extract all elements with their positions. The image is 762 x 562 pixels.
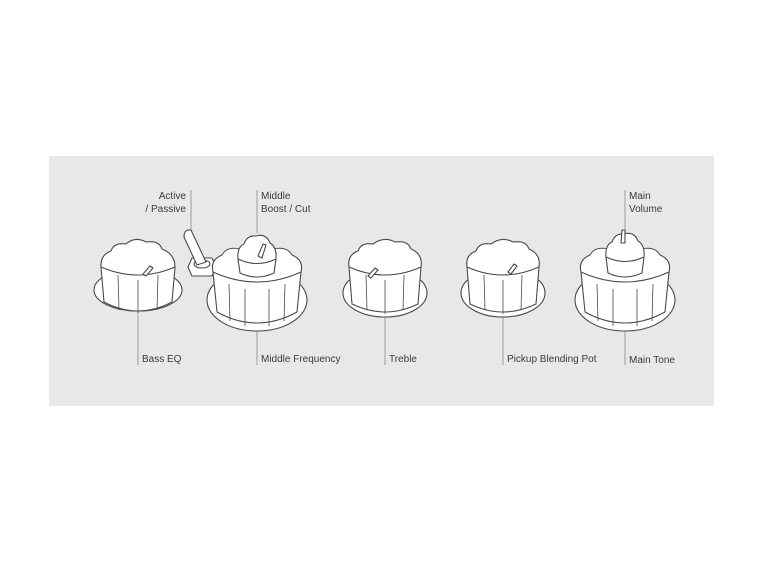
label-bass-eq: Bass EQ	[142, 354, 182, 365]
label-main-tone: Main Tone	[629, 355, 675, 366]
label-main-volume: Main Volume	[629, 191, 663, 215]
treble-knob	[342, 238, 428, 318]
label-active-passive: Active / Passive	[145, 191, 186, 215]
main-tone-knob	[574, 244, 676, 332]
label-middle-boost-cut: Middle Boost / Cut	[261, 191, 311, 215]
bass-eq-knob	[93, 238, 183, 314]
label-pickup-blending-pot: Pickup Blending Pot	[507, 354, 597, 365]
label-treble: Treble	[389, 354, 417, 365]
pickup-blending-pot-knob	[460, 238, 546, 318]
middle-boost-cut-knob	[237, 234, 277, 278]
active-passive-switch	[183, 229, 217, 277]
main-volume-knob	[605, 229, 645, 278]
label-middle-frequency: Middle Frequency	[261, 354, 341, 365]
